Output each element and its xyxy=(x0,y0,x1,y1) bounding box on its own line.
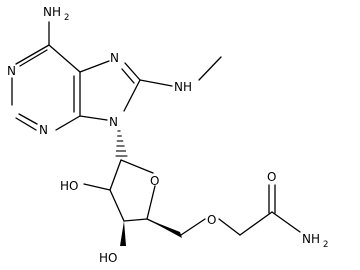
bond-carbonyl-nh2 xyxy=(271,211,301,233)
bond-c5prime-oether xyxy=(180,218,206,236)
bond-ch2-carbonyl xyxy=(239,211,273,236)
bond-c6-n1-inner xyxy=(19,49,48,67)
label-n9: N xyxy=(109,115,118,129)
label-n3: N xyxy=(39,123,48,137)
bonds xyxy=(11,21,301,236)
wedge-c4prime-c5prime xyxy=(147,219,182,238)
label-o-carbonyl: O xyxy=(267,170,276,184)
bond-c2-n3 xyxy=(15,117,37,131)
label-ho-top: HO xyxy=(60,179,78,193)
label-n1: N xyxy=(7,64,16,78)
bond-c2-n3-inner xyxy=(18,113,38,125)
atom-labels: NH 2 N N N N NH O O O NH 2 HO HO xyxy=(7,5,328,265)
label-n7: N xyxy=(110,51,119,65)
label-nh-methyl: NH xyxy=(174,80,192,94)
bond-c1prime-oring xyxy=(120,159,154,174)
bond-c3prime-c4prime xyxy=(123,218,148,222)
label-o-ether: O xyxy=(207,213,216,227)
bond-c5-n7 xyxy=(79,60,110,73)
bond-c6-n1 xyxy=(15,44,50,65)
bond-n7-c8 xyxy=(124,62,141,81)
bond-nh-ch3 xyxy=(198,56,222,81)
wedge-c3prime-oh xyxy=(120,221,126,246)
label-nh2-top-subscript: 2 xyxy=(64,13,69,23)
bond-c1prime-c2prime xyxy=(109,159,122,191)
label-nh2-amide: NH xyxy=(302,232,320,246)
label-nh2-top: NH xyxy=(43,5,61,19)
bond-c8-n9 xyxy=(123,79,141,112)
bond-n3-c4 xyxy=(55,115,81,131)
bond-c2prime-ho xyxy=(83,183,111,191)
bond-c2prime-c3prime xyxy=(109,189,125,222)
bond-n7-c8-inner xyxy=(121,68,135,84)
bond-oring-c4prime xyxy=(146,185,156,220)
bond-oether-ch2 xyxy=(218,218,241,236)
label-o-ring: O xyxy=(150,174,159,188)
bond-c8-nh xyxy=(139,79,173,87)
label-ho-bottom: HO xyxy=(99,251,117,265)
bond-n9-c4 xyxy=(79,115,108,121)
bond-c5-c6 xyxy=(48,44,81,73)
label-nh2-amide-subscript: 2 xyxy=(323,240,328,250)
